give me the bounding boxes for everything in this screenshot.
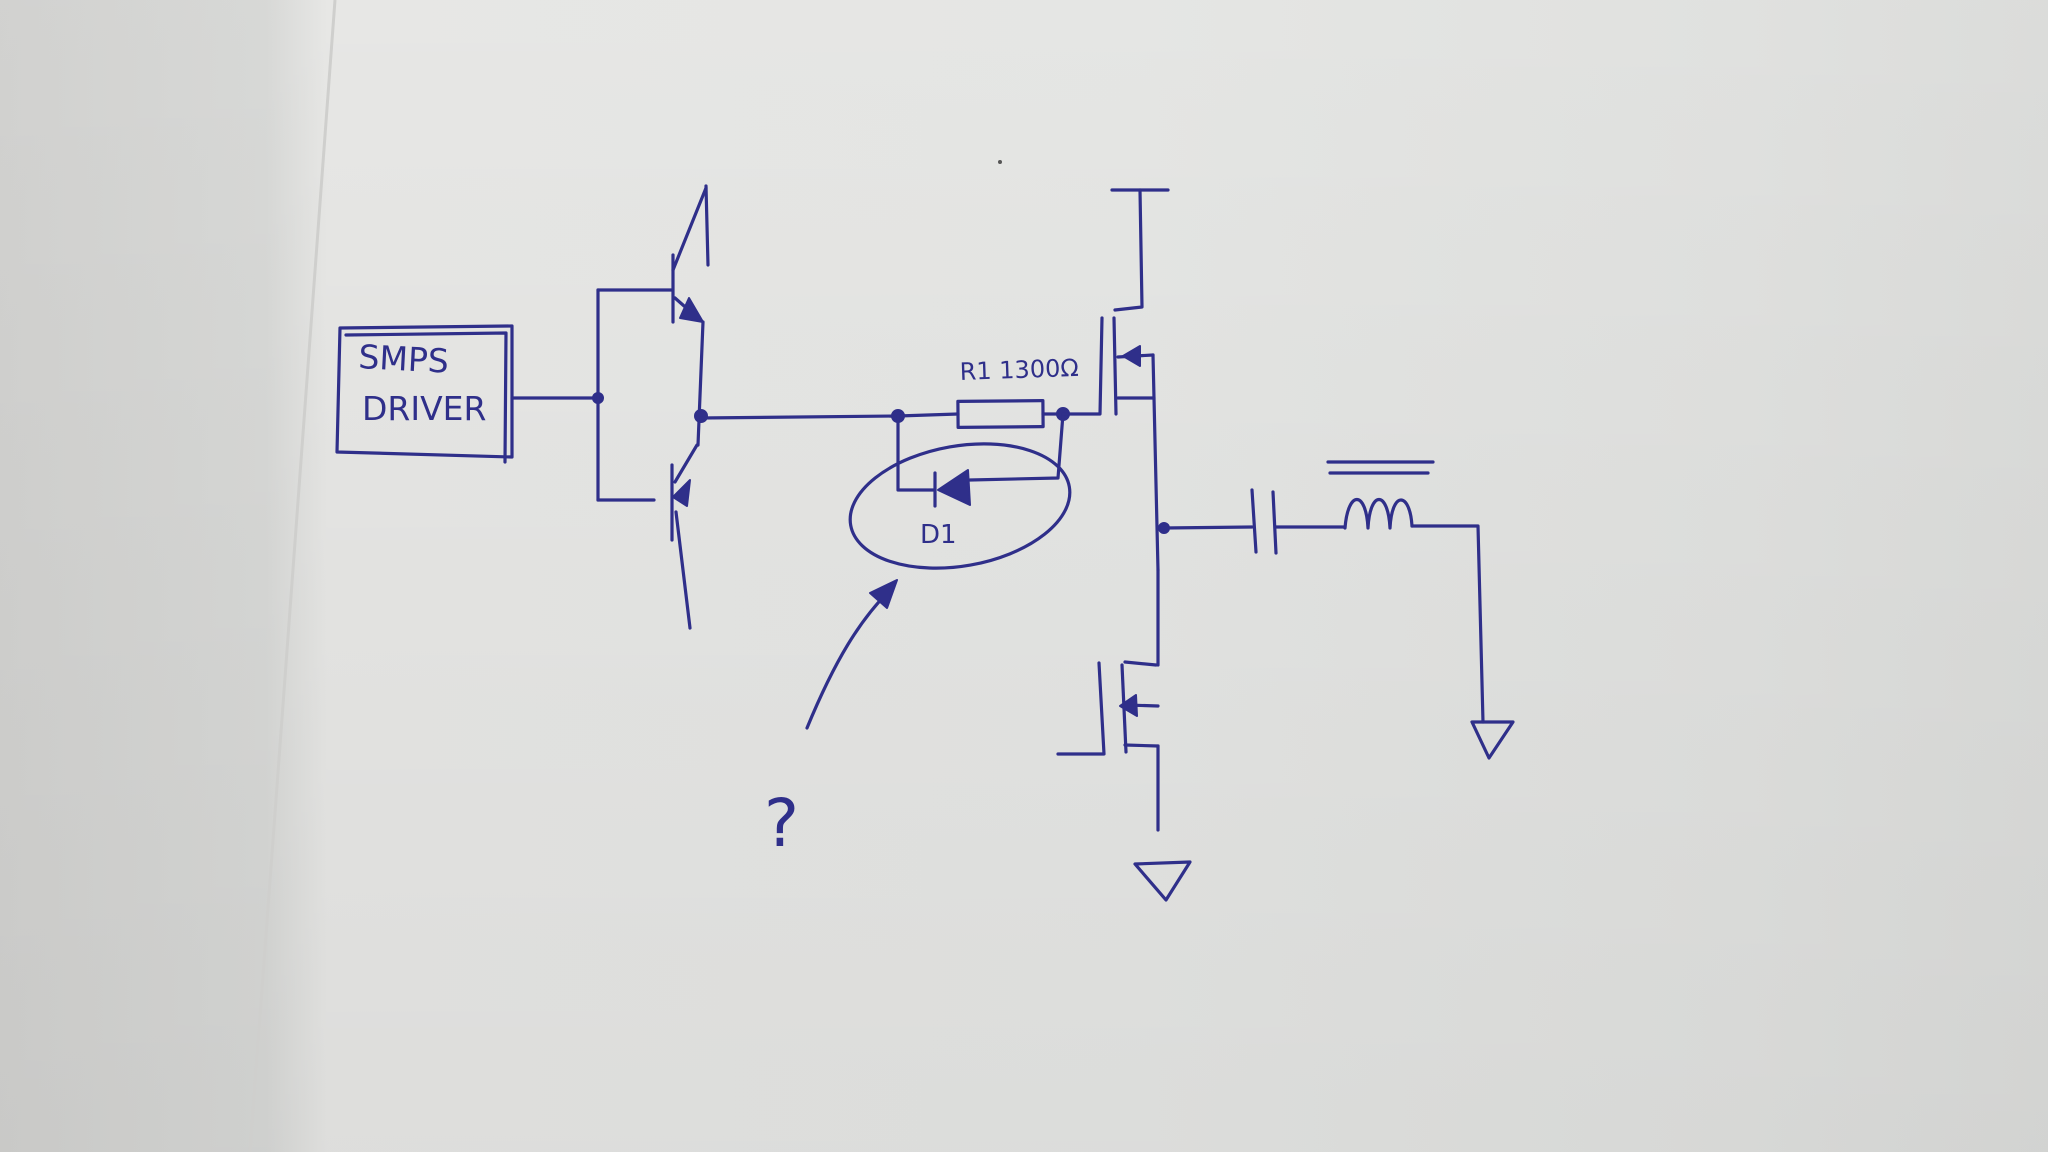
totem-pole-driver <box>596 184 710 630</box>
resistor-r1: R1 1300Ω <box>896 354 1079 429</box>
smps-driver-box: SMPS DRIVER <box>335 324 514 464</box>
diode-label: D1 <box>920 520 957 550</box>
paper-speck <box>998 160 1002 164</box>
gate-drive-wire <box>699 414 900 420</box>
lc-load <box>1162 460 1515 760</box>
paper-fold-line <box>248 0 337 1152</box>
arrow-head <box>869 579 898 609</box>
highlight-circle <box>848 442 1072 570</box>
question-mark: ? <box>764 785 799 862</box>
high-side-mosfet <box>1061 188 1170 572</box>
resistor-label: R1 1300Ω <box>959 354 1079 386</box>
driver-label-line2: DRIVER <box>362 389 486 428</box>
diode-d1: D1 <box>896 412 1065 550</box>
driver-label-line1: SMPS <box>358 337 450 381</box>
low-side-mosfet <box>1056 568 1192 902</box>
